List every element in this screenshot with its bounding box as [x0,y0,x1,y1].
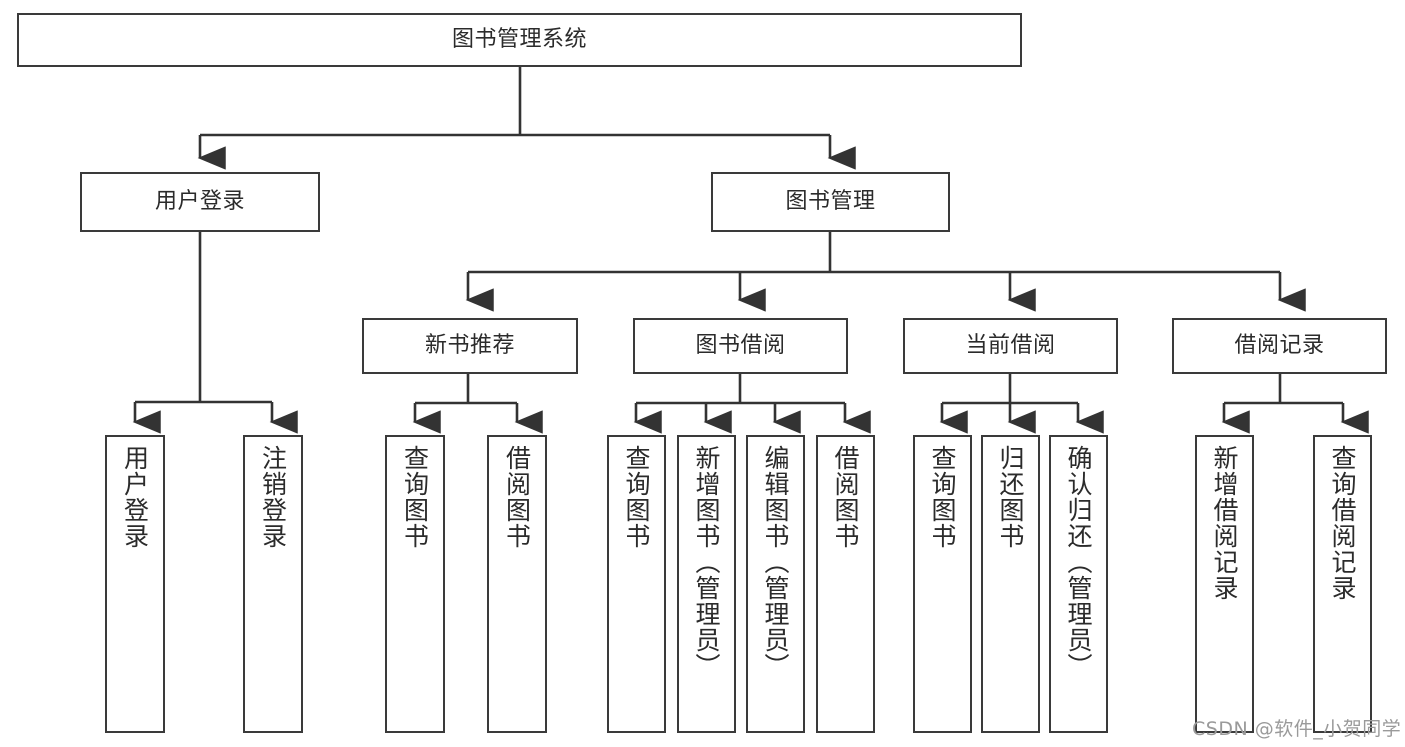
node-label: 图书借阅 [695,333,786,359]
csdn-watermark: CSDN @软件_小贺同学 [1192,718,1402,740]
node-label: 新增借阅记录 [1210,445,1239,601]
node-root-book-management-system[interactable]: 图书管理系统 [17,13,1022,67]
node-label: 新增图书（管理员） [692,445,721,679]
node-label: 查询借阅记录 [1328,445,1357,601]
leaf-book-borrow-query-book[interactable]: 查询图书 [607,435,666,733]
leaf-borrow-record-query-record[interactable]: 查询借阅记录 [1313,435,1372,733]
node-label: 图书管理系统 [451,27,587,53]
node-label: 借阅图书 [831,445,860,549]
leaf-book-borrow-borrow-book[interactable]: 借阅图书 [816,435,875,733]
node-borrow-record[interactable]: 借阅记录 [1172,318,1387,374]
node-label: 查询图书 [928,445,957,549]
node-label: 归还图书 [996,445,1025,549]
leaf-user-login-login[interactable]: 用户登录 [105,435,165,733]
leaf-book-borrow-add-book-admin[interactable]: 新增图书（管理员） [677,435,736,733]
node-label: 用户登录 [120,445,150,549]
leaf-book-borrow-edit-book-admin[interactable]: 编辑图书（管理员） [746,435,805,733]
node-label: 借阅图书 [502,445,532,549]
node-label: 当前借阅 [965,333,1056,359]
leaf-current-borrow-query-book[interactable]: 查询图书 [913,435,972,733]
node-new-book-recommend[interactable]: 新书推荐 [362,318,578,374]
node-label: 图书管理 [785,189,876,215]
node-label: 编辑图书（管理员） [761,445,790,679]
node-label: 用户登录 [154,189,245,215]
leaf-new-book-query-book[interactable]: 查询图书 [385,435,445,733]
leaf-current-borrow-confirm-return-admin[interactable]: 确认归还（管理员） [1049,435,1108,733]
leaf-user-login-logout[interactable]: 注销登录 [243,435,303,733]
node-label: 查询图书 [622,445,651,549]
leaf-current-borrow-return-book[interactable]: 归还图书 [981,435,1040,733]
node-label: 注销登录 [258,445,288,549]
node-book-management[interactable]: 图书管理 [711,172,950,232]
node-label: 确认归还（管理员） [1064,445,1093,679]
node-label: 查询图书 [400,445,430,549]
node-current-borrow[interactable]: 当前借阅 [903,318,1118,374]
node-user-login[interactable]: 用户登录 [80,172,320,232]
node-book-borrow[interactable]: 图书借阅 [633,318,848,374]
leaf-new-book-borrow-book[interactable]: 借阅图书 [487,435,547,733]
leaf-borrow-record-add-record[interactable]: 新增借阅记录 [1195,435,1254,733]
node-label: 新书推荐 [424,333,515,359]
node-label: 借阅记录 [1234,333,1325,359]
